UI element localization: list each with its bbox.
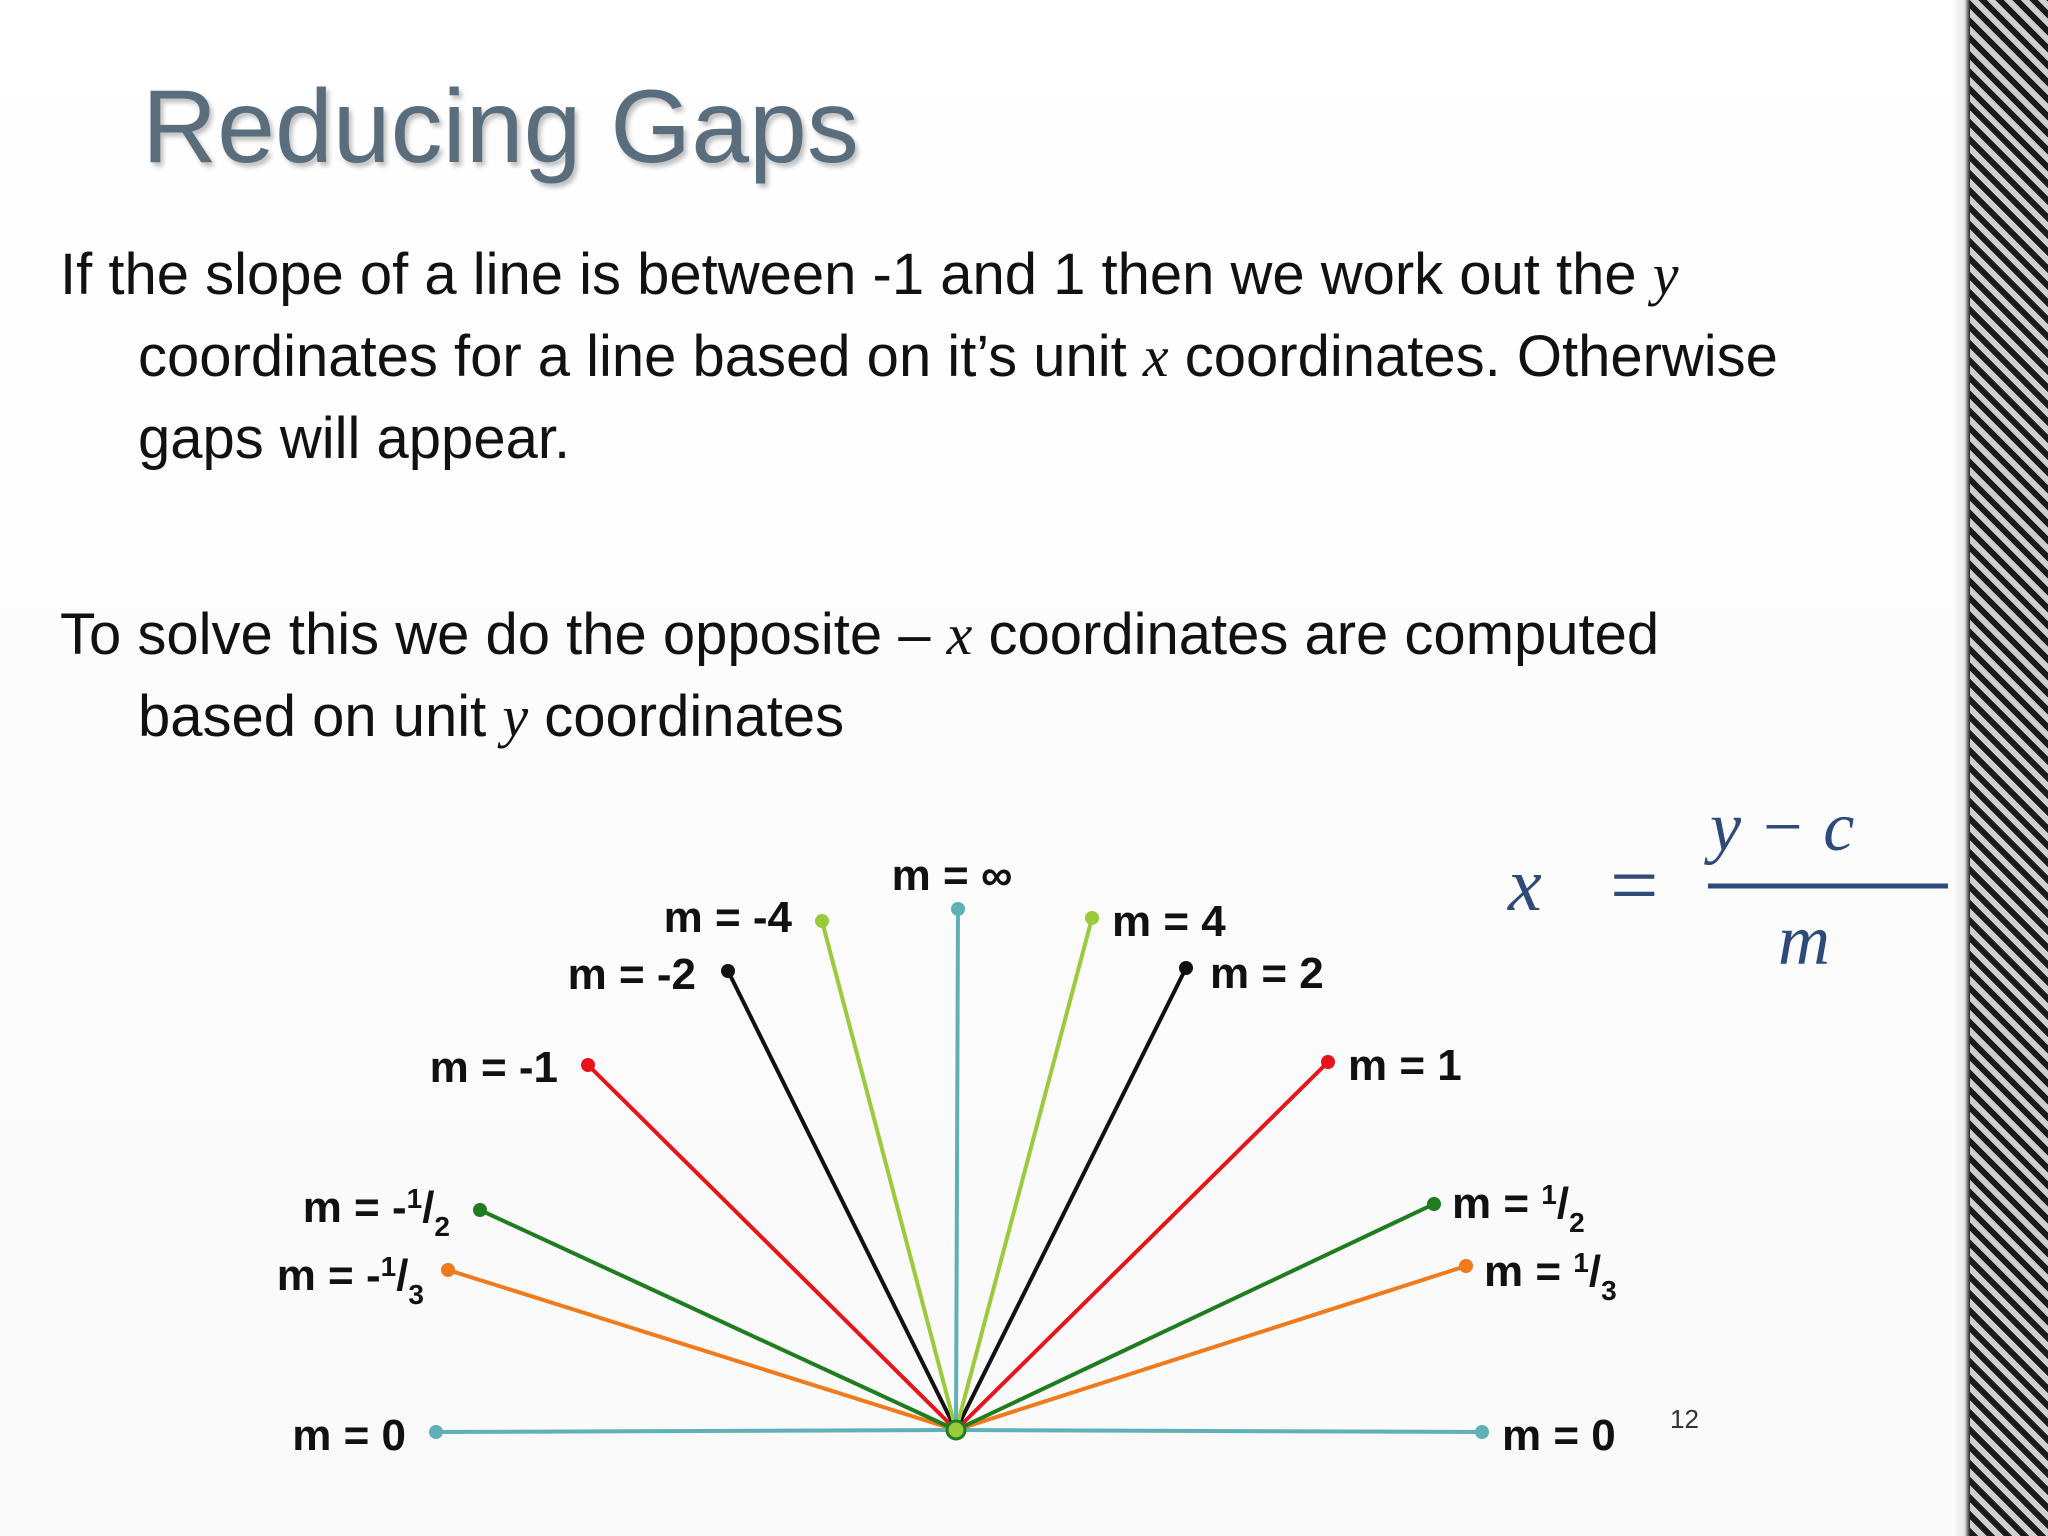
endpoint-dot <box>1179 961 1193 975</box>
slope-line <box>820 920 958 1431</box>
variable-y: y <box>502 684 529 749</box>
text: To solve this we do the opposite – <box>60 602 947 667</box>
slope-label: m = -1/2 <box>303 1183 450 1242</box>
slope-line <box>955 1202 1435 1432</box>
variable-y: y <box>1652 242 1679 307</box>
variable-x: x <box>1142 324 1169 389</box>
endpoint-dot <box>815 914 829 928</box>
decorative-edge <box>1952 0 2048 1536</box>
slope-line <box>955 1264 1467 1432</box>
slope-line <box>954 1060 1330 1432</box>
endpoint-dot <box>1321 1055 1335 1069</box>
paragraph-slope-rule: If the slope of a line is between -1 and… <box>60 234 1950 480</box>
endpoint-dot <box>1475 1425 1489 1439</box>
slope-label: m = 0 <box>1502 1411 1616 1460</box>
origin-dot <box>945 1419 967 1441</box>
variable-x: x <box>946 602 973 667</box>
text: coordinates <box>528 684 845 749</box>
slide-title: Reducing Gaps <box>142 69 859 185</box>
formula-denominator: m <box>1778 900 1830 980</box>
text: If the slope of a line is between -1 and… <box>60 242 1653 307</box>
formula-x-equals: x = y − c m <box>1507 789 1948 980</box>
endpoint-dot <box>951 902 965 916</box>
endpoint-dot <box>1427 1197 1441 1211</box>
endpoint-dot <box>429 1425 443 1439</box>
paragraph-line: gaps will appear. <box>138 406 571 471</box>
slope-label: m = 1/3 <box>1484 1247 1617 1306</box>
slope-line <box>955 1428 1483 1434</box>
slope-label: m = -1 <box>430 1043 558 1092</box>
text: coordinates. Otherwise <box>1168 324 1778 389</box>
paragraph-solution: To solve this we do the opposite – x coo… <box>60 594 1950 758</box>
slope-label: m = -4 <box>664 893 793 942</box>
slope-label: m = 1/2 <box>1452 1179 1585 1238</box>
formula-equals: = <box>1610 837 1659 933</box>
endpoint-dot <box>1459 1259 1473 1273</box>
slope-line <box>954 908 960 1431</box>
paragraph-line: based on unit y coordinates <box>60 676 1950 758</box>
page-number: 12 <box>1670 1404 1699 1434</box>
slope-line <box>586 1063 958 1432</box>
slope-label: m = 1 <box>1348 1041 1462 1090</box>
endpoint-dot <box>441 1263 455 1277</box>
slope-line <box>447 1268 957 1432</box>
slope-label: m = ∞ <box>892 851 1013 900</box>
slope-label: m = 4 <box>1112 897 1226 946</box>
slope-label: m = -1/3 <box>277 1251 424 1310</box>
endpoint-dot <box>1085 911 1099 925</box>
formula-numerator: y − c <box>1704 789 1854 866</box>
slope-line <box>726 970 958 1431</box>
endpoint-dot <box>721 964 735 978</box>
paragraph-line: coordinates for a line based on it’s uni… <box>60 316 1950 398</box>
endpoint-dot <box>473 1203 487 1217</box>
slope-line <box>479 1208 957 1432</box>
formula-lhs: x <box>1507 843 1542 927</box>
slope-line <box>954 967 1188 1431</box>
slope-label: m = -2 <box>568 950 696 999</box>
endpoint-dot <box>581 1058 595 1072</box>
slope-line <box>435 1428 957 1434</box>
slope-label: m = 2 <box>1210 949 1324 998</box>
slope-line <box>954 917 1094 1431</box>
text: based on unit <box>138 684 503 749</box>
text: coordinates for a line based on it’s uni… <box>138 324 1143 389</box>
paragraph-line: If the slope of a line is between -1 and… <box>60 234 1950 316</box>
text: coordinates are computed <box>972 602 1660 667</box>
paragraph-line: To solve this we do the opposite – x coo… <box>60 594 1950 676</box>
slope-label: m = 0 <box>292 1411 406 1460</box>
